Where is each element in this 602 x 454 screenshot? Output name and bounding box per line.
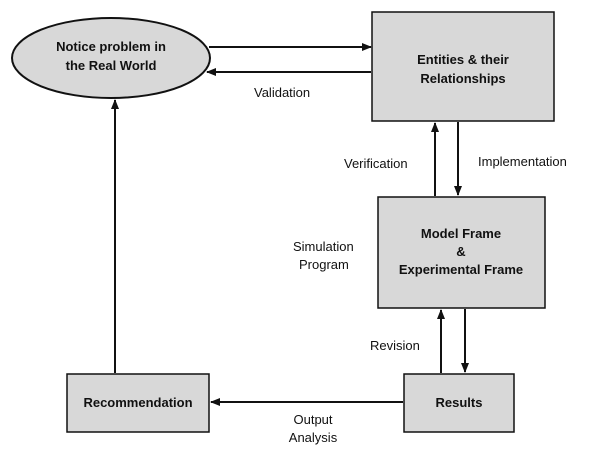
- output-analysis-label-line2: Analysis: [289, 430, 338, 445]
- entities-box: [371, 11, 555, 122]
- node-notice-problem: Notice problem in the Real World: [11, 17, 211, 99]
- model-frame-label-line3: Experimental Frame: [399, 262, 523, 277]
- verification-label: Verification: [344, 156, 408, 171]
- implementation-label: Implementation: [478, 154, 567, 169]
- entities-label-line1: Entities & their: [417, 52, 509, 67]
- notice-problem-ellipse: [11, 17, 211, 99]
- revision-label: Revision: [370, 338, 420, 353]
- node-recommendation: Recommendation: [66, 373, 210, 433]
- model-frame-box: [377, 196, 546, 309]
- node-entities: Entities & their Relationships: [371, 11, 555, 122]
- results-box: [403, 373, 515, 433]
- recommendation-box: [66, 373, 210, 433]
- node-model-frame: Model Frame & Experimental Frame: [377, 196, 546, 309]
- entities-label-line2: Relationships: [420, 71, 505, 86]
- output-analysis-label-line1: Output: [293, 412, 332, 427]
- node-results: Results: [403, 373, 515, 433]
- notice-problem-label-line2: the Real World: [66, 58, 157, 73]
- notice-problem-label-line1: Notice problem in: [56, 39, 166, 54]
- recommendation-label: Recommendation: [83, 395, 192, 410]
- simulation-program-label-line1: Simulation: [293, 239, 354, 254]
- model-frame-label-line1: Model Frame: [421, 226, 501, 241]
- results-label: Results: [436, 395, 483, 410]
- validation-label: Validation: [254, 85, 310, 100]
- model-frame-label-line2: &: [456, 244, 465, 259]
- simulation-program-label-line2: Program: [299, 257, 349, 272]
